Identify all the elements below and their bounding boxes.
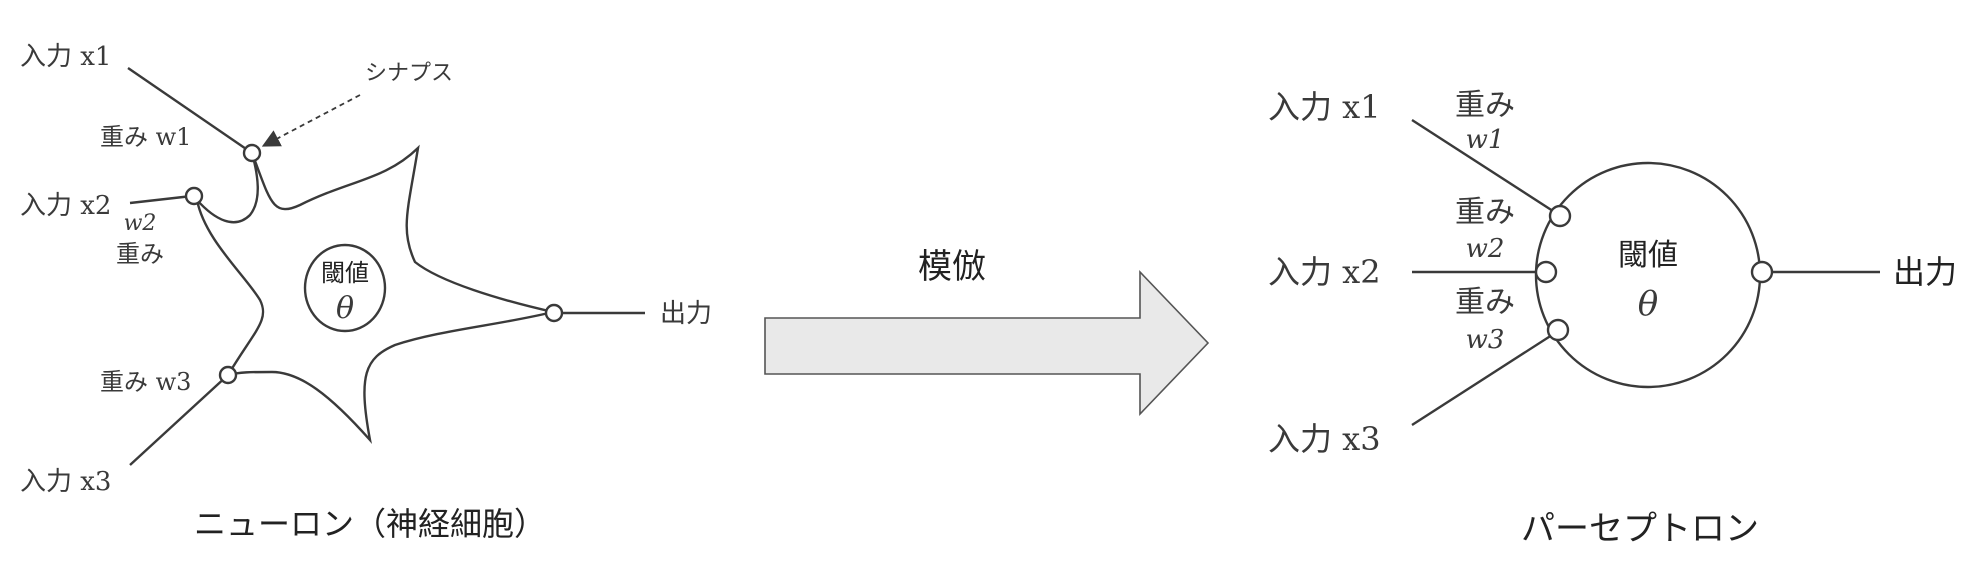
neuron-synapse-node-3 (218, 365, 238, 385)
perceptron-input-line-1 (1411, 118, 1557, 215)
neuron-caption: ニューロン（神経細胞） (194, 505, 546, 543)
perceptron-input-2-label: 入力 x2 (1268, 253, 1381, 291)
neuron-synapse-node-1 (242, 143, 262, 163)
perceptron-weight-2-kanji: 重み (1455, 195, 1515, 230)
neuron-synapse-node-2 (184, 186, 204, 206)
perceptron-caption: パーセプトロン (1521, 509, 1759, 549)
neuron-weight-3-label: 重み w3 (100, 368, 191, 396)
perceptron-threshold-label: 閾値 (1618, 238, 1678, 273)
perceptron-input-node-2 (1534, 260, 1558, 284)
neuron-weight-1-label: 重み w1 (100, 123, 191, 151)
neuron-weight-2-label: w2 (124, 211, 157, 236)
synapse-pointer-arrow (261, 94, 361, 147)
perceptron-input-node-3 (1546, 318, 1570, 342)
neuron-cell-body (194, 144, 554, 445)
neuron-input-line-1 (127, 67, 253, 154)
neuron-diagram: 閾値 θ シナプス 入力 x1 重み w1 入力 x2 w2 重み 重み w3 … (20, 42, 712, 543)
imitation-arrow-shape (764, 270, 1210, 416)
perceptron-body (1534, 161, 1762, 389)
neuron-theta-label: θ (336, 291, 354, 326)
perceptron-weight-1-kanji: 重み (1455, 88, 1515, 123)
perceptron-input-1-label: 入力 x1 (1268, 88, 1381, 126)
neuron-threshold-label: 閾値 (321, 259, 369, 287)
perceptron-w3-label: w3 (1466, 325, 1505, 355)
perceptron-output-node (1750, 260, 1774, 284)
neuron-input-2-label: 入力 x2 (20, 191, 111, 221)
perceptron-output-label: 出力 (1893, 253, 1957, 291)
imitation-label: 模倣 (918, 247, 986, 287)
perceptron-diagram: 入力 x1 重み w1 重み w2 入力 x2 重み w3 入力 x3 閾値 θ… (1268, 88, 1957, 549)
neuron-input-3-label: 入力 x3 (20, 467, 111, 497)
neuron-weight-2-kanji: 重み (116, 240, 164, 268)
neuron-output-label: 出力 (660, 299, 712, 329)
perceptron-theta-label: θ (1638, 284, 1658, 324)
perceptron-w2-label: w2 (1466, 234, 1505, 264)
neuron-nucleus (303, 243, 387, 333)
neuron-input-line-2 (129, 194, 193, 205)
perceptron-input-3-label: 入力 x3 (1268, 420, 1381, 458)
imitation-arrow: 模倣 (764, 247, 1210, 416)
perceptron-input-node-1 (1548, 204, 1572, 228)
neuron-input-line-3 (129, 374, 229, 466)
neuron-output-node (544, 303, 564, 323)
perceptron-w1-label: w1 (1466, 125, 1505, 155)
perceptron-input-line-3 (1411, 333, 1553, 427)
synapse-label: シナプス (365, 61, 453, 86)
perceptron-weight-3-kanji: 重み (1455, 285, 1515, 320)
neuron-input-1-label: 入力 x1 (20, 42, 111, 72)
